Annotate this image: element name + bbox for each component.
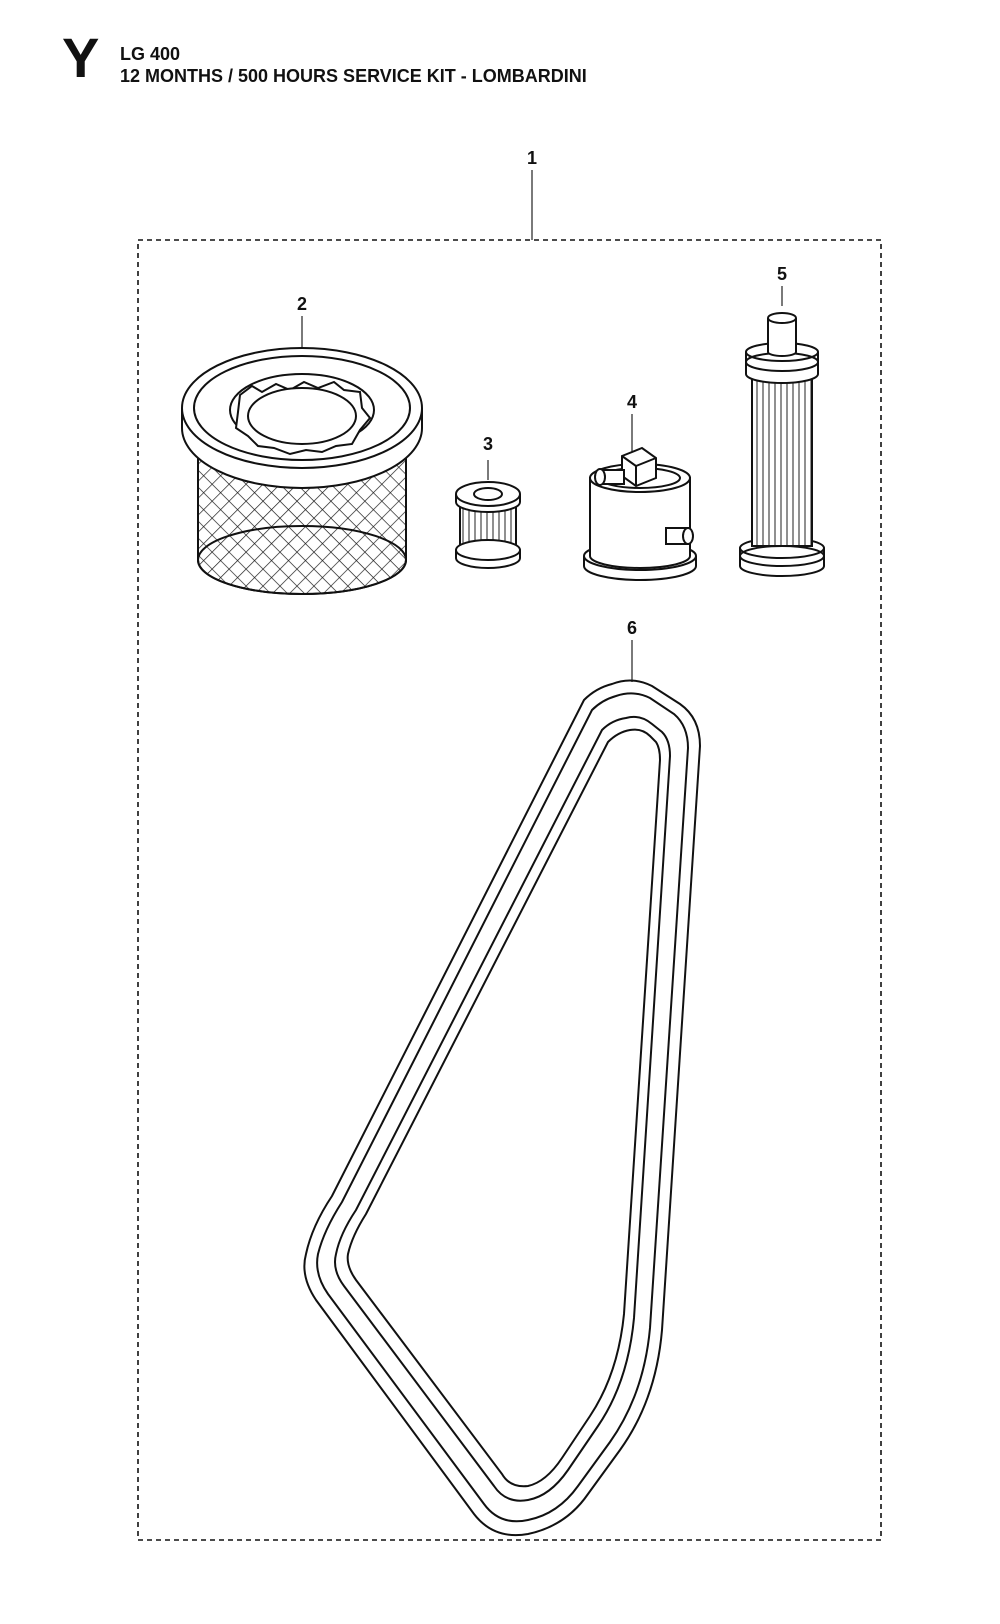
model-label: LG 400 (120, 44, 181, 64)
page-title: 12 MONTHS / 500 HOURS SERVICE KIT - LOMB… (120, 66, 587, 86)
callout-6: 6 (627, 618, 637, 638)
hydraulic-filter-part: 5 (739, 264, 825, 577)
oil-filter-housing-part: 4 (583, 392, 697, 581)
callout-4: 4 (627, 392, 637, 412)
callout-1: 1 (527, 148, 537, 168)
fuel-filter-part: 3 (455, 434, 521, 569)
air-filter-part: 2 (181, 294, 423, 595)
callout-5: 5 (777, 264, 787, 284)
drive-belt-part: 6 (303, 618, 702, 1537)
callout-2: 2 (297, 294, 307, 314)
kit-boundary: 1 (137, 148, 882, 1541)
callout-3: 3 (483, 434, 493, 454)
section-letter: Y (62, 26, 100, 89)
